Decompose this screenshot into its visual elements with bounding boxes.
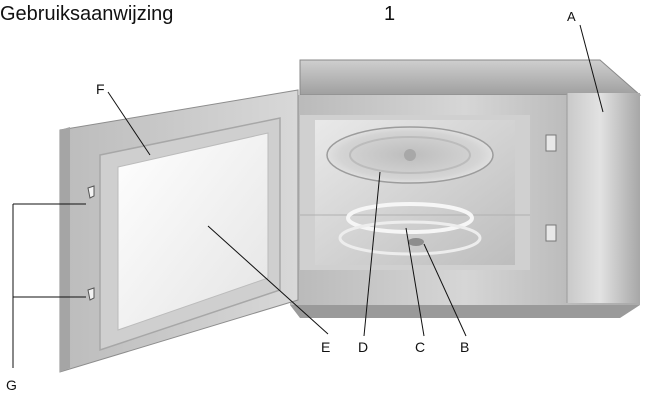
leader-lines: [12, 24, 604, 368]
callout-e: E: [321, 339, 330, 355]
page-number: 1: [384, 3, 396, 25]
door-latch-slot-bottom: [545, 224, 557, 242]
callout-g: G: [6, 377, 17, 393]
door-window: [117, 132, 269, 331]
page-header: Gebruiksaanwijzing 1: [0, 0, 656, 40]
microwave-door: [59, 89, 299, 373]
callout-c: C: [415, 339, 425, 355]
door-hook-bottom: [87, 287, 95, 301]
oven-cavity: [300, 115, 530, 270]
door-hook-top: [87, 185, 95, 199]
callout-a: A: [567, 9, 576, 24]
control-panel: [567, 93, 640, 303]
callout-d: D: [358, 339, 368, 355]
document-title: Gebruiksaanwijzing: [0, 3, 174, 25]
callout-f: F: [96, 81, 105, 97]
callout-b: B: [460, 339, 469, 355]
roller-ring: [346, 202, 474, 234]
turntable-shaft: [408, 238, 424, 246]
door-latch-slot-top: [545, 134, 557, 152]
